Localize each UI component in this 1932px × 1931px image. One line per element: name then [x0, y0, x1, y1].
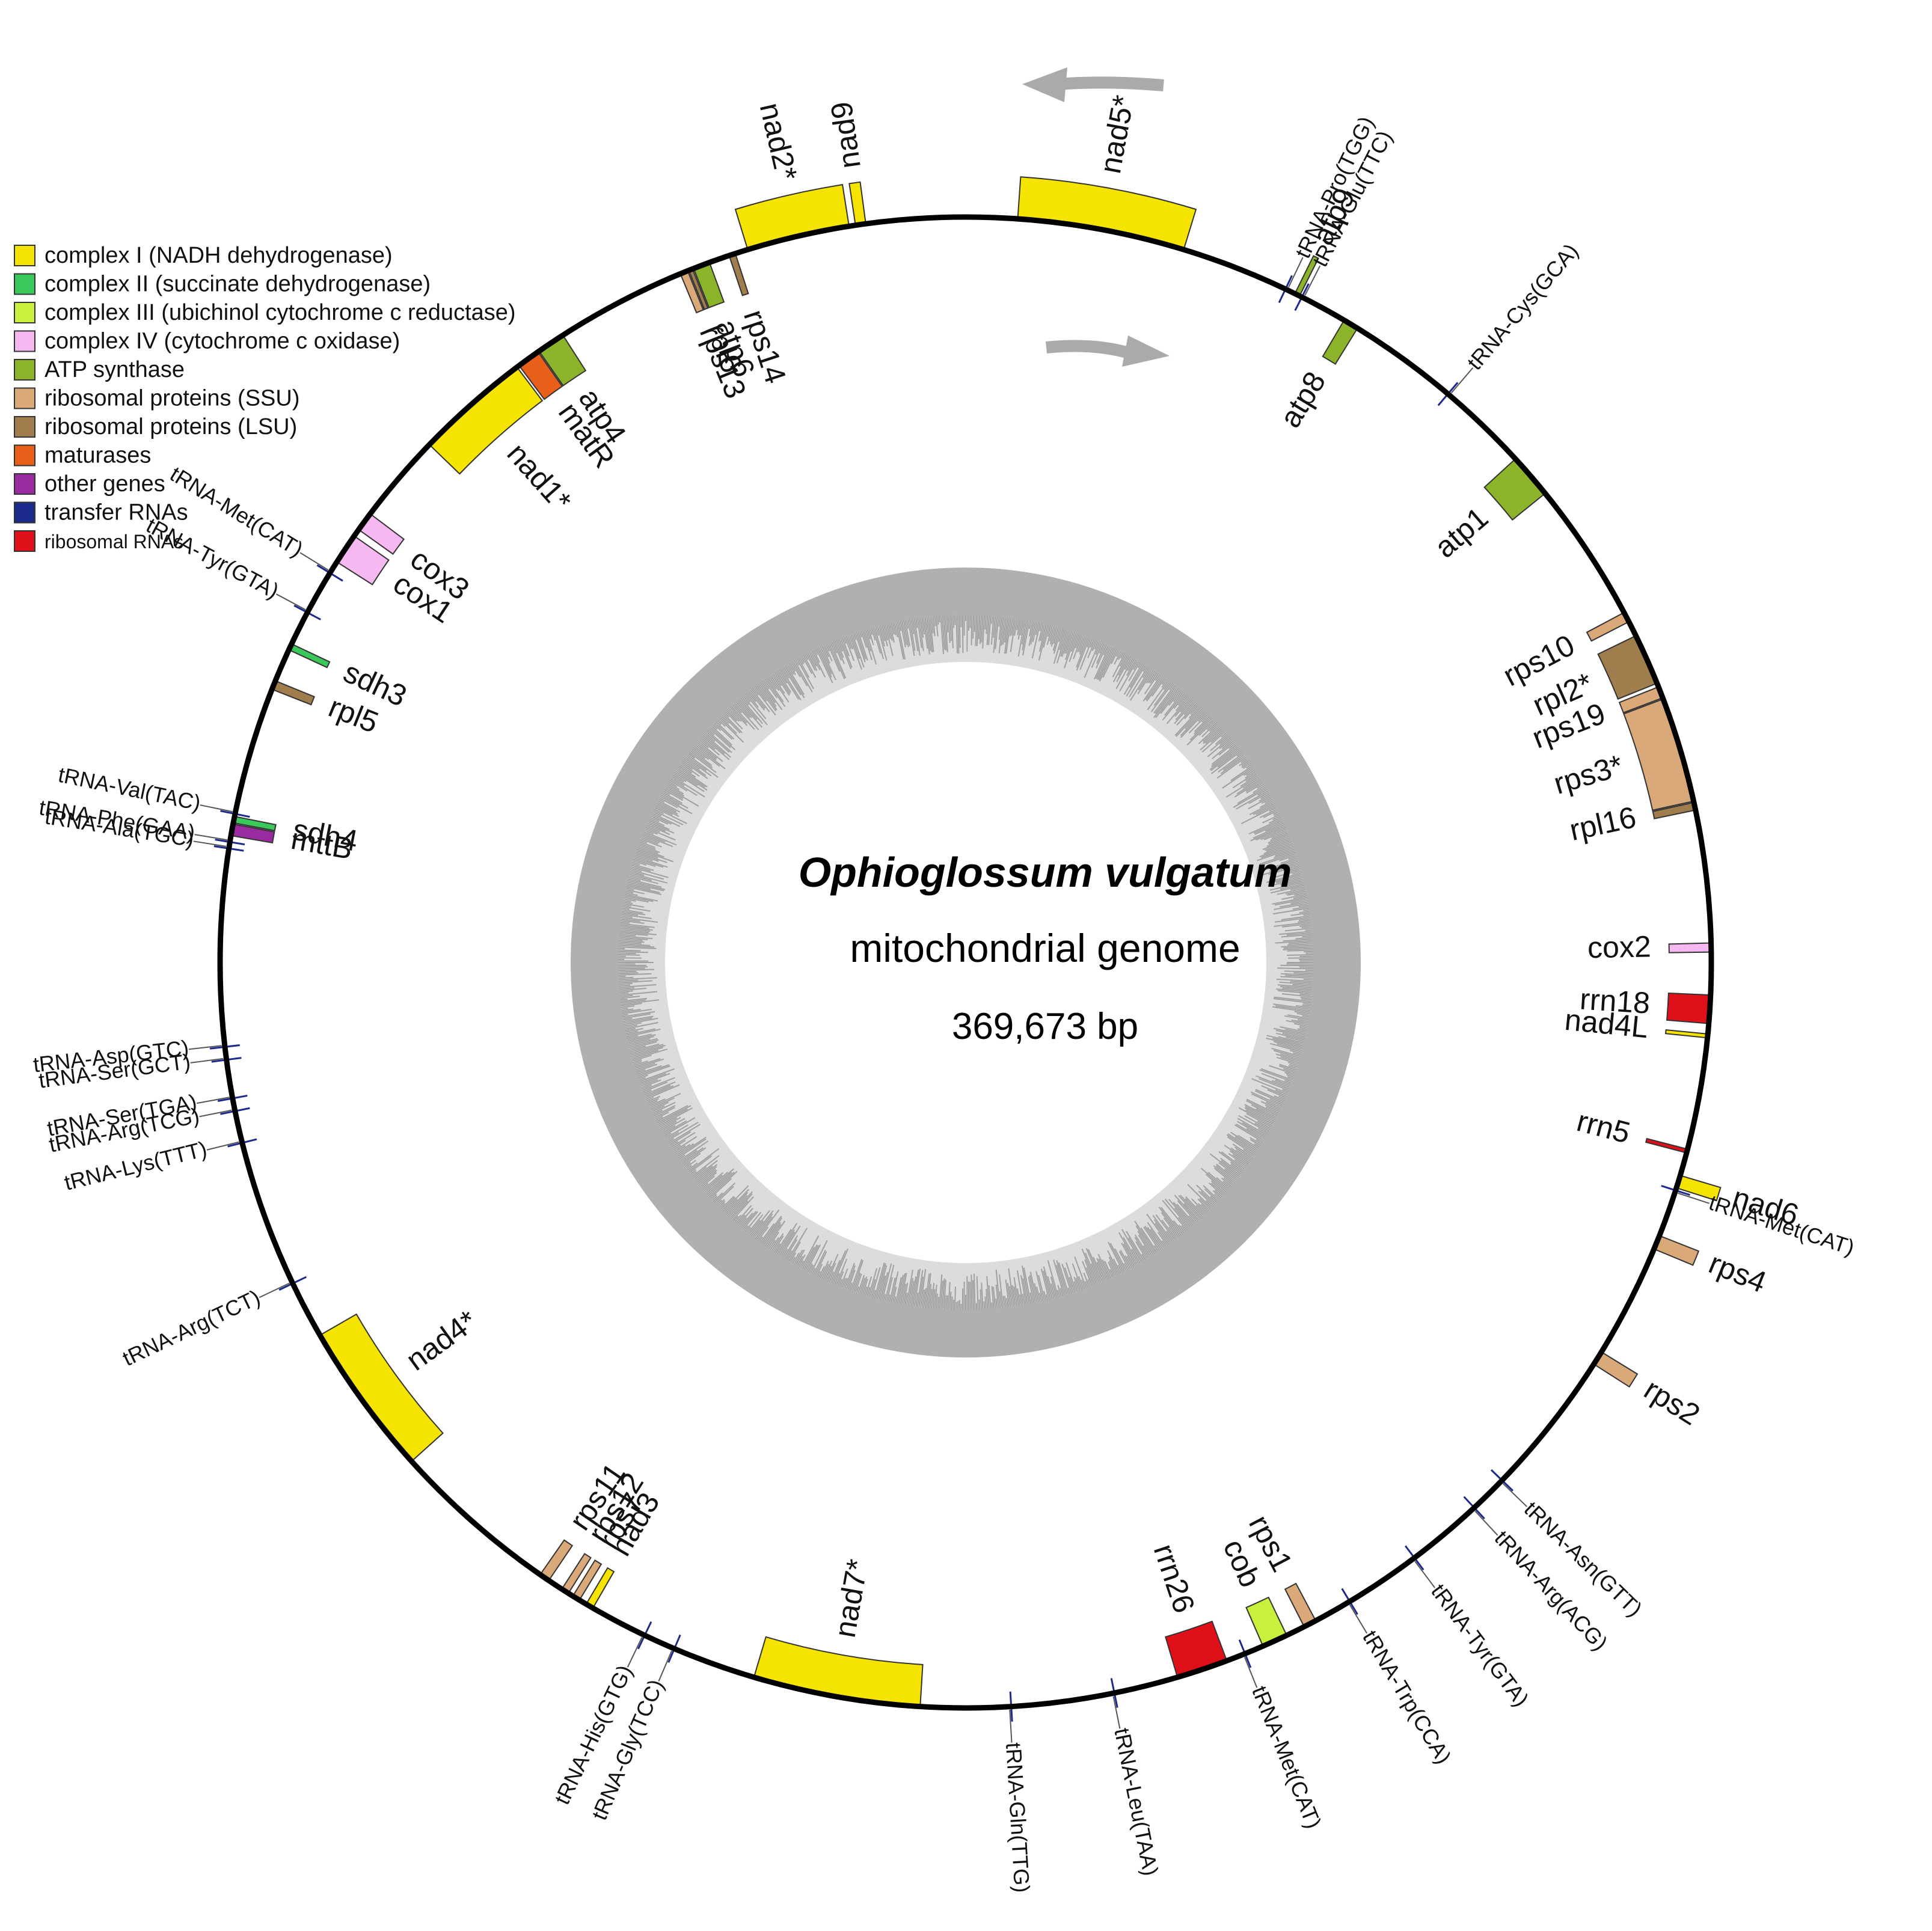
label-leader	[1502, 1483, 1527, 1507]
gene-label: tRNA-Arg(ACG)	[1490, 1526, 1613, 1656]
gene-rrn5	[1645, 1137, 1688, 1154]
gene-track	[209, 176, 1722, 1722]
reverse-strand-arrow	[1022, 67, 1164, 102]
gene-rps14	[728, 252, 749, 296]
legend-label: complex II (succinate dehydrogenase)	[44, 272, 431, 297]
gene-rps10	[1586, 611, 1630, 642]
gene-nad9	[848, 181, 866, 226]
legend-label: ribosomal RNAs	[44, 531, 183, 552]
genome-size: 369,673 bp	[952, 1006, 1138, 1047]
label-leader	[299, 552, 329, 571]
legend-swatch	[14, 387, 35, 409]
gene-label: tRNA-Met(CAT)	[1247, 1683, 1326, 1832]
forward-strand-arrow	[1046, 335, 1170, 367]
legend-swatch	[14, 330, 35, 352]
gene-label: tRNA-Leu(TAA)	[1109, 1726, 1163, 1878]
gene-rrn18	[1666, 992, 1711, 1024]
legend-label: ribosomal proteins (LSU)	[44, 414, 297, 439]
label-leader	[1244, 1656, 1258, 1688]
label-leader	[188, 1045, 222, 1050]
label-leader	[658, 1650, 672, 1682]
gene-label: rps2	[1639, 1372, 1706, 1431]
gene-label: rpl16	[1566, 800, 1639, 847]
legend-swatch	[14, 359, 35, 381]
legend-swatch	[14, 302, 35, 323]
gene-label: tRNA-Arg(TCT)	[118, 1285, 264, 1371]
legend-label: other genes	[44, 471, 165, 497]
gene-label: nad4L	[1563, 1003, 1650, 1044]
gene-label: tRNA-Cys(GCA)	[1462, 239, 1583, 375]
label-leader	[194, 834, 227, 841]
legend-swatch	[14, 416, 35, 438]
label-leader	[276, 593, 306, 610]
legend: complex I (NADH dehydrogenase) complex II…	[14, 243, 516, 552]
label-leader	[190, 1057, 224, 1063]
label-leader	[193, 840, 227, 847]
legend-swatch	[14, 444, 35, 467]
label-leader	[1288, 257, 1304, 288]
gene-label: rps4	[1704, 1246, 1771, 1299]
gene-label: nad5*	[1093, 93, 1141, 176]
label-leader	[197, 1097, 230, 1104]
gene-label: atp8	[1273, 366, 1332, 433]
gene-nad4l	[1664, 1029, 1709, 1039]
gene-label: rps3*	[1550, 748, 1627, 801]
gene-label: rrn26	[1147, 1540, 1201, 1617]
gene-rps4	[1653, 1235, 1700, 1266]
gene-label: nad4*	[400, 1304, 483, 1377]
label-leader	[1112, 1696, 1121, 1729]
legend-swatch	[14, 245, 35, 266]
gene-label: cox2	[1587, 929, 1652, 964]
legend-label: complex I (NADH dehydrogenase)	[44, 243, 393, 268]
label-leader	[1304, 265, 1321, 296]
label-leader	[200, 804, 233, 813]
gene-label: tRNA-Tyr(GTA)	[1426, 1579, 1534, 1711]
label-leader	[1678, 1192, 1710, 1204]
gene-label: nad2*	[753, 100, 804, 184]
legend-label: ATP synthase	[44, 357, 185, 382]
label-leader	[1474, 1510, 1498, 1536]
gene-label: rrn18	[1579, 982, 1651, 1020]
gene-label: tRNA-Trp(CCA)	[1358, 1626, 1456, 1768]
label-leader	[1009, 1709, 1013, 1743]
label-leader	[1414, 1561, 1435, 1588]
gene-label: rrn5	[1574, 1104, 1634, 1150]
gene-sdh3	[288, 643, 331, 669]
legend-label: complex III (ubichinol cytochrome c redu…	[44, 300, 516, 325]
legend-swatch	[14, 501, 35, 524]
species-name: Ophioglossum vulgatum	[799, 849, 1292, 896]
legend-swatch	[14, 273, 35, 295]
gene-atp1	[1483, 458, 1547, 521]
legend-label: ribosomal proteins (SSU)	[44, 386, 299, 411]
label-leader	[199, 1109, 232, 1118]
gc-content-plot	[618, 614, 1314, 1311]
gene-label: atp1	[1428, 501, 1494, 565]
gene-rpl5	[271, 680, 316, 706]
gc-core	[665, 662, 1266, 1263]
gene-cox2	[1668, 942, 1712, 953]
legend-label: maturases	[44, 443, 151, 468]
label-leader	[206, 1141, 239, 1151]
label-leader	[1349, 1605, 1367, 1634]
gene-label: nad1*	[500, 436, 578, 518]
legend-swatch	[14, 530, 35, 552]
gene-label: nad9	[824, 100, 867, 171]
label-leader	[1450, 367, 1474, 394]
label-leader	[627, 1637, 643, 1668]
genome-subtitle: mitochondrial genome	[850, 926, 1240, 970]
legend-swatch	[14, 473, 35, 495]
legend-label: complex IV (cytochrome c oxidase)	[44, 329, 400, 354]
gene-label: nad7*	[828, 1556, 875, 1639]
gene-nad5	[1017, 176, 1197, 251]
genome-circle	[217, 214, 1714, 1711]
label-leader	[259, 1282, 290, 1299]
legend-label: transfer RNAs	[44, 500, 188, 525]
gene-label: tRNA-Gln(TTG)	[1001, 1742, 1035, 1893]
gene-rps11	[539, 1539, 574, 1582]
